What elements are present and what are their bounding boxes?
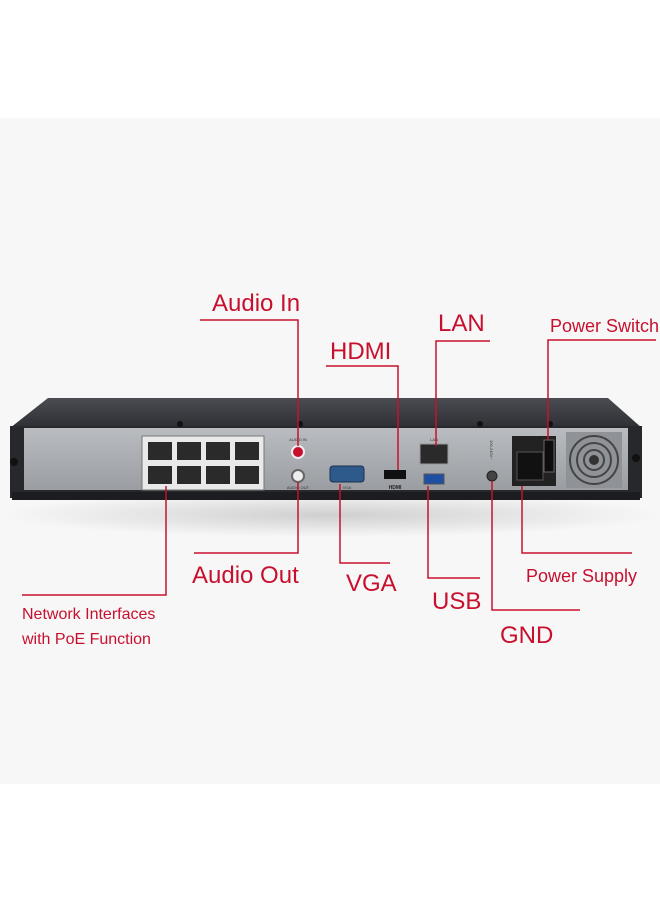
callout-power-supply: Power Supply: [526, 566, 638, 586]
hdmi-mark: HDMI: [389, 485, 402, 491]
screw: [177, 421, 183, 427]
usb-port: [423, 473, 445, 485]
lan-mark: LAN: [430, 437, 438, 442]
callout-vga: VGA: [346, 570, 397, 597]
callout-audio-out: Audio Out: [192, 562, 299, 589]
vga-mark: VGA: [343, 485, 352, 490]
chassis-top: [10, 398, 642, 428]
callout-lan: LAN: [438, 310, 485, 337]
floor-shadow: [0, 493, 660, 537]
fan: [566, 432, 622, 488]
vga-port: [329, 465, 365, 483]
chassis-bottom: [12, 492, 640, 500]
callout-lines: [22, 319, 656, 611]
nvr-illustration: AUDIO IN AUDIO OUT VGA HDMI LAN 100-240V…: [0, 319, 660, 611]
audio-out-jack: [291, 469, 305, 483]
power-mark: 100-240V~: [489, 440, 494, 460]
poe-port-block: [141, 435, 265, 491]
callout-gnd: GND: [500, 622, 554, 649]
callout-audio-in: Audio In: [212, 290, 301, 317]
callout-power-switch: Power Switch: [550, 316, 660, 336]
gnd-terminal: [486, 470, 498, 482]
callout-hdmi: HDMI: [330, 338, 392, 365]
hdmi-port: [384, 470, 406, 479]
callout-usb: USB: [432, 588, 482, 615]
lan-port: [419, 443, 449, 465]
power-switch: [543, 439, 555, 473]
product-photo: AUDIO IN AUDIO OUT VGA HDMI LAN 100-240V…: [0, 118, 660, 784]
screw: [477, 421, 483, 427]
screw: [632, 454, 640, 462]
callout-network-line-1: Network Interfaces: [22, 606, 156, 623]
audio-in-jack: [291, 445, 305, 459]
screw: [10, 458, 18, 466]
power-inlet: [516, 451, 544, 481]
callout-network-line-2: with PoE Function: [22, 631, 151, 648]
